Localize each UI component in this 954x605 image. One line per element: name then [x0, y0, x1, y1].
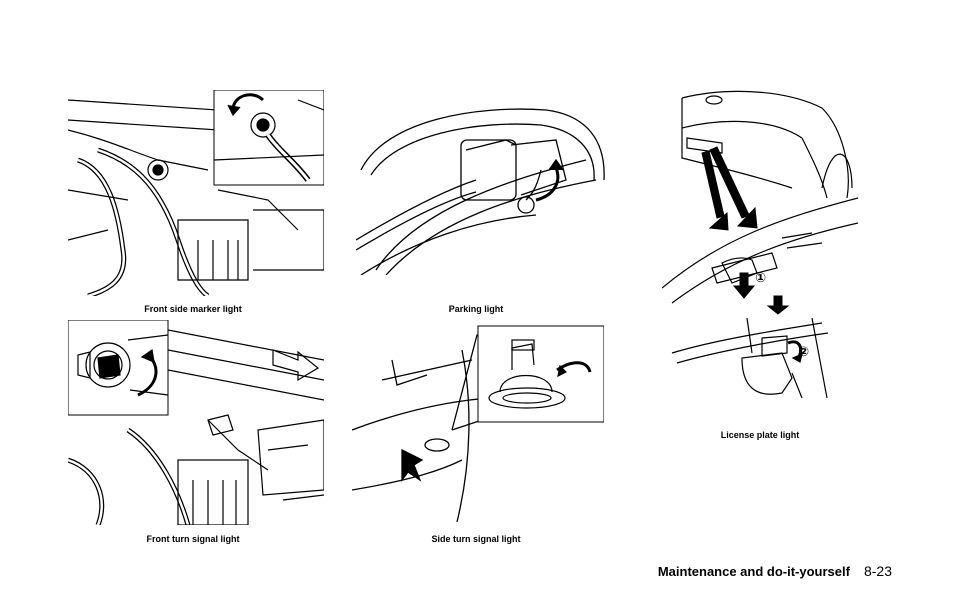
license-plate-figure: ① ②: [662, 88, 858, 418]
front-side-marker-figure: [68, 90, 324, 296]
parking-light-illustration: [356, 108, 605, 275]
side-turn-signal-figure: [352, 320, 604, 522]
page-footer: Maintenance and do-it-yourself 8-23: [658, 563, 892, 579]
section-title: Maintenance and do-it-yourself: [657, 564, 850, 579]
front-side-marker-illustration: [68, 90, 324, 296]
front-turn-signal-figure: [68, 320, 324, 525]
side-turn-signal-illustration: [352, 325, 604, 522]
page-number: 8-23: [863, 563, 892, 579]
license-plate-illustration: ① ②: [662, 90, 858, 399]
license-plate-caption: License plate light: [720, 430, 800, 440]
callout-1: ①: [755, 271, 766, 286]
callout-2: ②: [798, 345, 809, 360]
parking-light-caption: Parking light: [448, 304, 504, 314]
front-side-marker-caption: Front side marker light: [144, 304, 242, 314]
front-turn-signal-caption: Front turn signal light: [146, 534, 240, 544]
front-turn-signal-illustration: [68, 320, 324, 525]
parking-light-figure: [356, 100, 606, 275]
side-turn-signal-caption: Side turn signal light: [431, 534, 521, 544]
